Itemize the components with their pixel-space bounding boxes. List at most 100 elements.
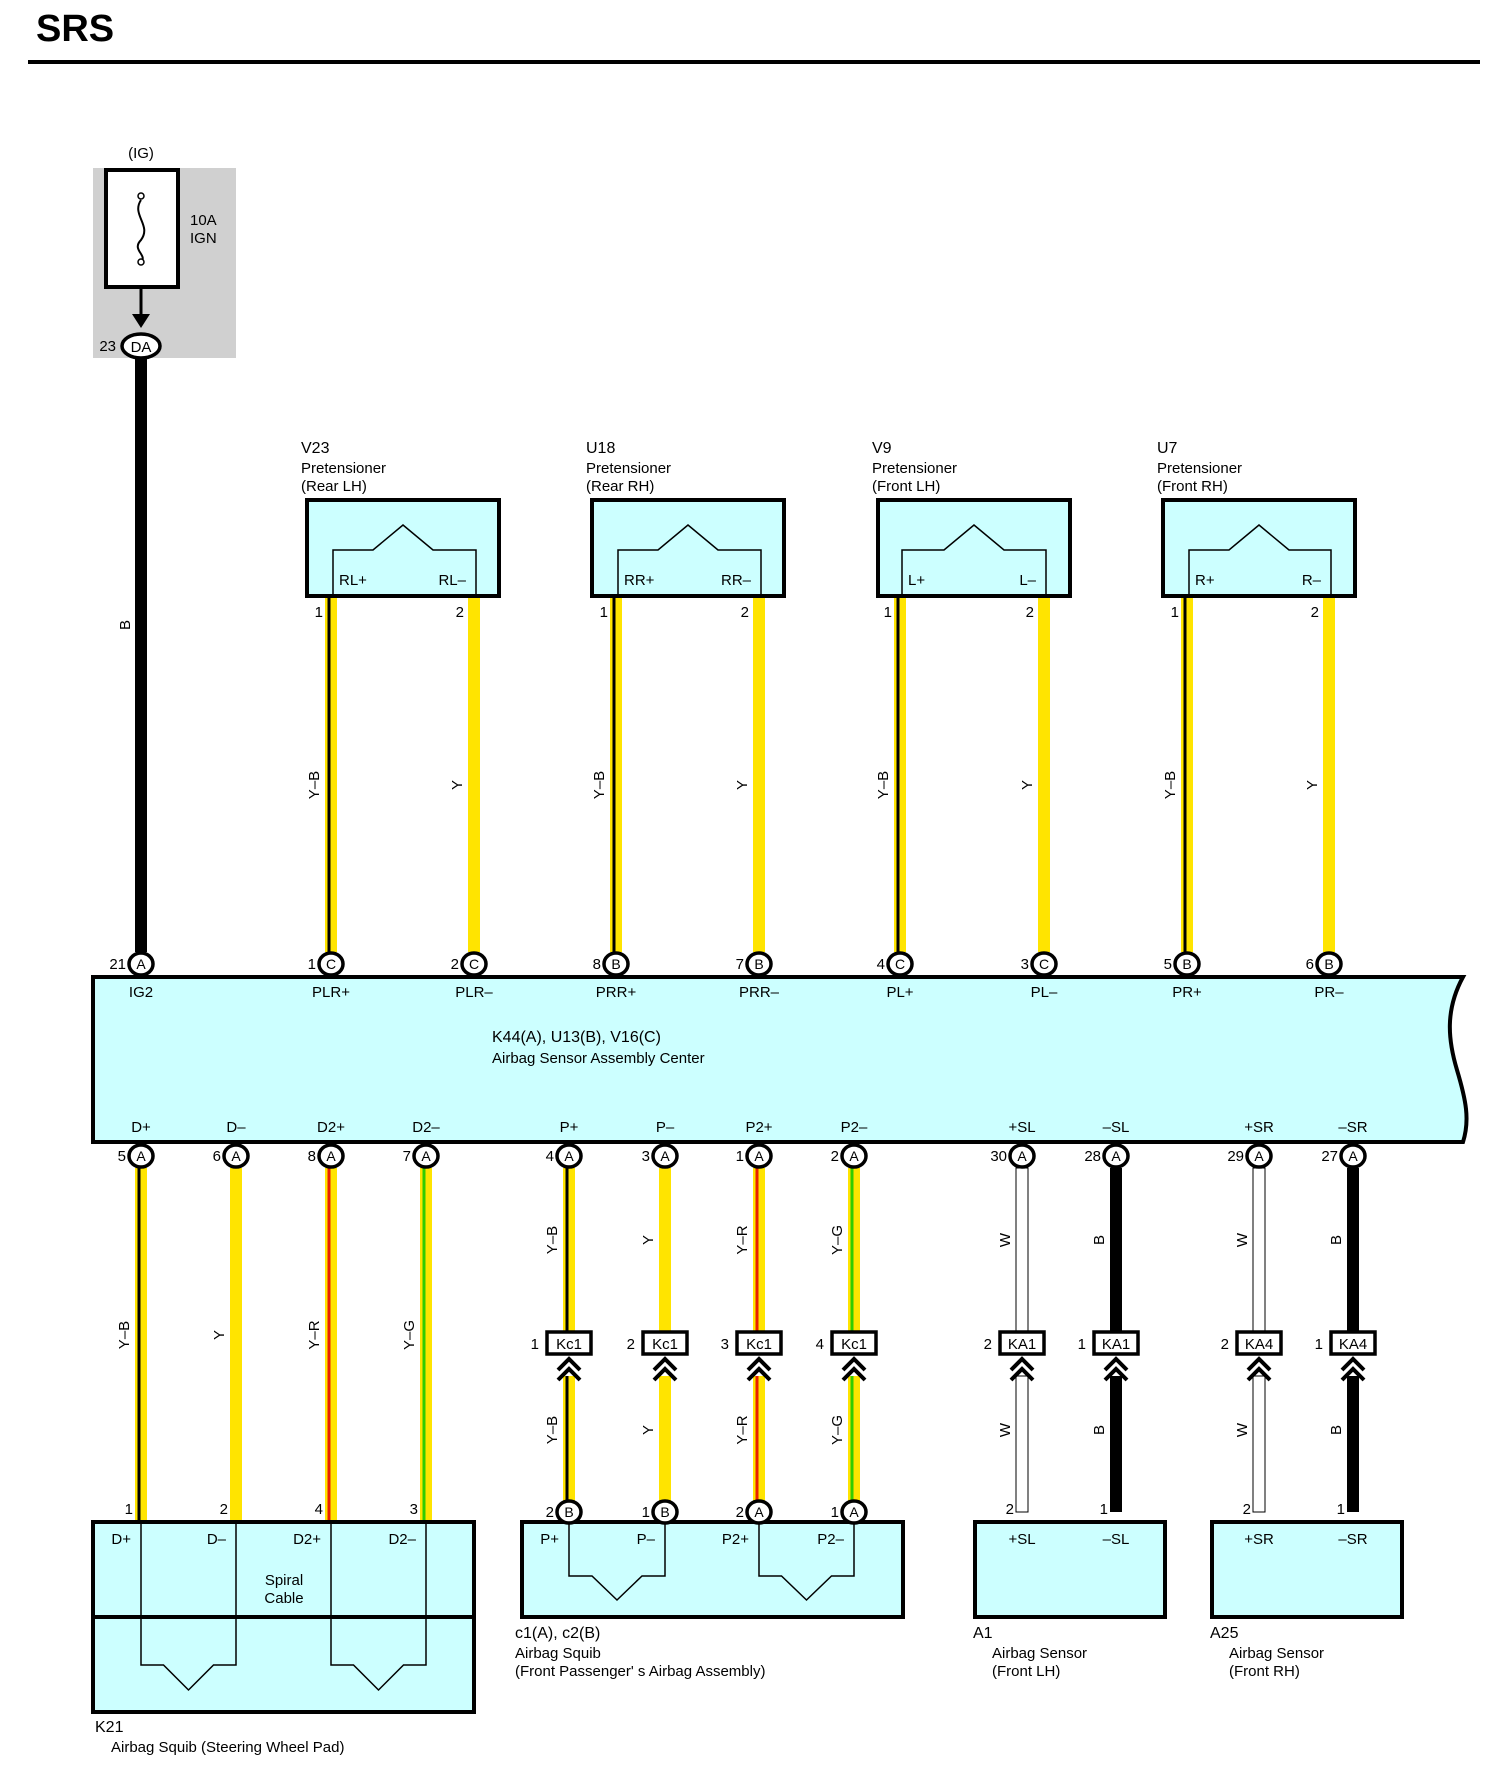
ecu-top-pin-number: 1	[308, 956, 316, 973]
k21-name: Airbag Squib (Steering Wheel Pad)	[111, 1739, 344, 1756]
squib-pass-pin-label: P2–	[817, 1531, 844, 1548]
pretensioner-pos-label: RR+	[624, 572, 655, 589]
fuse-source: (IG)	[128, 145, 154, 162]
ecu-bottom-pin-label: P2–	[841, 1119, 868, 1136]
sensor-box	[1210, 1520, 1404, 1619]
k21-pin-number: 2	[220, 1501, 228, 1518]
wire-upper	[753, 1168, 765, 1332]
wire-code-ig2: B	[117, 620, 134, 630]
wire-upper	[848, 1168, 860, 1332]
ecu-bottom-pin	[412, 1143, 440, 1169]
ecu-bottom-pin-letter: A	[1017, 1148, 1027, 1164]
squib-pass-box	[520, 1520, 905, 1619]
ecu-bottom-pin	[1008, 1143, 1036, 1169]
ecu-bottom-pin	[1339, 1143, 1367, 1169]
ecu-bottom-pin	[127, 1143, 155, 1169]
wire-code: Y–B	[875, 771, 892, 799]
inline-connector-name: Kc1	[841, 1336, 867, 1353]
ecu-top-pin-label: PRR+	[596, 984, 637, 1001]
ecu-bottom-pin-label: D2–	[412, 1119, 440, 1136]
wire-lower	[563, 1376, 575, 1512]
ecu-top-pin	[460, 951, 488, 977]
ecu-top-pin-label: PLR+	[312, 984, 350, 1001]
pretensioner-pos-pin: 1	[600, 604, 608, 621]
inline-connector	[545, 1330, 593, 1356]
pretensioner-name: Pretensioner	[586, 460, 671, 477]
ecu-top-pin-number: 5	[1164, 956, 1172, 973]
fuse-box	[104, 168, 180, 289]
ecu-bottom-pin	[745, 1143, 773, 1169]
sensor-location: (Front RH)	[1229, 1663, 1300, 1680]
ecu-top-pin	[1315, 951, 1343, 977]
ecu-bottom-pin	[840, 1143, 868, 1169]
pretensioner-neg-pin: 2	[456, 604, 464, 621]
squib-pass-pin	[555, 1499, 583, 1525]
fuse-connector	[120, 332, 162, 360]
ecu-top-pin-letter: B	[754, 956, 763, 972]
inline-connector-name: KA4	[1339, 1336, 1367, 1353]
ecu-top-pin	[127, 951, 155, 977]
ecu-bottom-pin-number: 29	[1227, 1148, 1244, 1165]
ecu-bottom-pin-letter: A	[1348, 1148, 1358, 1164]
squib-pass-pin-letter: B	[564, 1504, 573, 1520]
sensor-location: (Front LH)	[992, 1663, 1060, 1680]
inline-connector-name: KA4	[1245, 1336, 1273, 1353]
page-title: SRS	[36, 8, 115, 50]
pretensioner-neg-label: RR–	[721, 572, 752, 589]
inline-connector-pin: 4	[816, 1336, 824, 1353]
ecu-bottom-pin-letter: A	[849, 1148, 859, 1164]
ecu-bottom-pin-letter: A	[564, 1148, 574, 1164]
squib-pass-pin	[745, 1499, 773, 1525]
ecu-top-pin-letter: A	[136, 956, 146, 972]
squib-pass-pin	[651, 1499, 679, 1525]
pretensioner-squib	[332, 524, 477, 596]
wire-lower	[1015, 1375, 1029, 1513]
wire-pretensioner-pos	[1181, 598, 1193, 952]
pretensioner-pos-label: RL+	[339, 572, 367, 589]
squib-pass-element	[758, 1524, 855, 1602]
sensor-name: Airbag Sensor	[1229, 1645, 1324, 1662]
chevron-icon	[1340, 1356, 1366, 1382]
k21-squib	[140, 1617, 237, 1692]
inline-connector	[641, 1330, 689, 1356]
fuse-arrow	[132, 314, 150, 328]
pretensioner-id: V23	[301, 440, 330, 457]
k21-pin-label: D–	[207, 1531, 227, 1548]
k21-sub: Spiral	[265, 1572, 303, 1589]
ecu-top-pin	[745, 951, 773, 977]
ecu-bottom-pin-label: P–	[656, 1119, 675, 1136]
wire-code: Y–B	[591, 771, 608, 799]
ecu-bottom-pin-number: 1	[736, 1148, 744, 1165]
ecu-bottom-pin-number: 2	[831, 1148, 839, 1165]
pretensioner-pos-label: R+	[1195, 572, 1215, 589]
title-rule	[28, 60, 1480, 64]
inline-connector-name: KA1	[1008, 1336, 1036, 1353]
squib-pass-pin-letter: A	[849, 1504, 859, 1520]
inline-connector-name: KA1	[1102, 1336, 1130, 1353]
k21-pin-label: D2+	[293, 1531, 321, 1548]
wire-code: Y–R	[734, 1415, 751, 1444]
ecu-bottom-pin-label: –SL	[1103, 1119, 1130, 1136]
wire-code: Y	[1304, 780, 1321, 790]
ecu-bottom-pin	[555, 1143, 583, 1169]
pretensioner-name: Pretensioner	[872, 460, 957, 477]
ecu-top-pin-number: 6	[1306, 956, 1314, 973]
inline-connector-pin: 1	[1315, 1336, 1323, 1353]
ecu-name: Airbag Sensor Assembly Center	[492, 1050, 705, 1067]
sensor-box	[973, 1520, 1167, 1619]
fuse-name: IGN	[190, 230, 217, 247]
ecu-top-pin-letter: B	[611, 956, 620, 972]
pretensioner-location: (Front LH)	[872, 478, 940, 495]
pretensioner-neg-label: RL–	[438, 572, 466, 589]
k21-pin-number: 1	[125, 1501, 133, 1518]
ecu-bottom-pin-label: –SR	[1338, 1119, 1367, 1136]
squib-pass-pin-letter: B	[660, 1504, 669, 1520]
ecu-bottom-pin-number: 6	[213, 1148, 221, 1165]
inline-connector-pin: 1	[1078, 1336, 1086, 1353]
inline-connector	[735, 1330, 783, 1356]
fuse-pin-number: 23	[99, 338, 116, 355]
wire-code: Y	[449, 780, 466, 790]
ecu-bottom-pin	[651, 1143, 679, 1169]
ecu-top-pin-letter: B	[1182, 956, 1191, 972]
sensor-pin-label: +SL	[1008, 1531, 1035, 1548]
